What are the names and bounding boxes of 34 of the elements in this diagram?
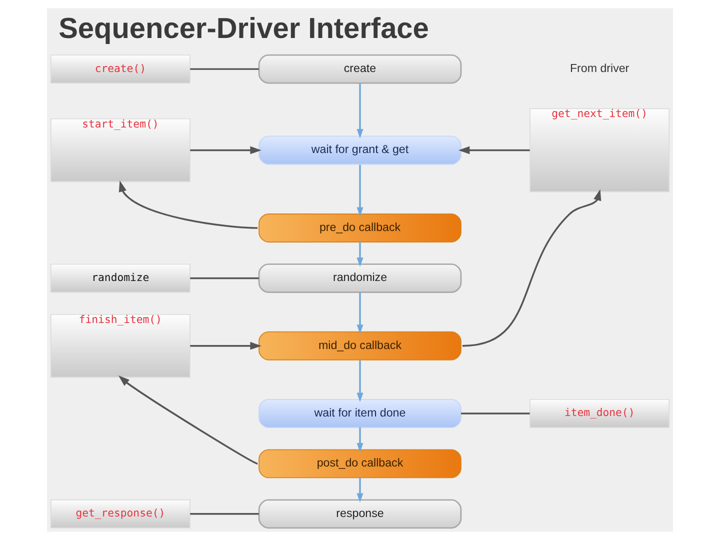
node-box: wait for grant & get [258, 136, 462, 165]
node-box: mid_do callback [258, 331, 462, 360]
arrow [356, 164, 364, 217]
connector [190, 513, 259, 515]
node-box: wait for item done [258, 398, 462, 428]
connector [461, 412, 530, 414]
arrow [356, 360, 364, 402]
node-box: response [258, 499, 462, 529]
arrow [118, 376, 258, 464]
node-box: create() [50, 54, 190, 84]
node-box: finish_item() [50, 314, 190, 378]
label: From driver [570, 63, 630, 76]
node-box: randomize [258, 263, 462, 293]
diagram-title: Sequencer-Driver Interface [58, 13, 429, 46]
node-box: pre_do callback [258, 213, 462, 242]
arrow [190, 342, 262, 350]
node-box: post_do callback [258, 449, 462, 478]
node-box: start_item() [50, 118, 190, 182]
arrow [356, 84, 364, 138]
arrow [118, 180, 258, 229]
node-box: item_done() [530, 398, 670, 428]
connector [190, 68, 259, 70]
node-box: get_next_item() [530, 108, 670, 192]
node-box: randomize [50, 264, 190, 293]
arrow [356, 242, 364, 267]
connector [190, 277, 259, 280]
arrow [462, 189, 602, 347]
arrow [458, 146, 530, 154]
node-box: create [258, 54, 462, 84]
node-box: get_response() [50, 499, 190, 528]
arrow [356, 427, 364, 452]
arrow [356, 292, 364, 334]
arrow [190, 146, 262, 154]
arrow [356, 478, 364, 503]
